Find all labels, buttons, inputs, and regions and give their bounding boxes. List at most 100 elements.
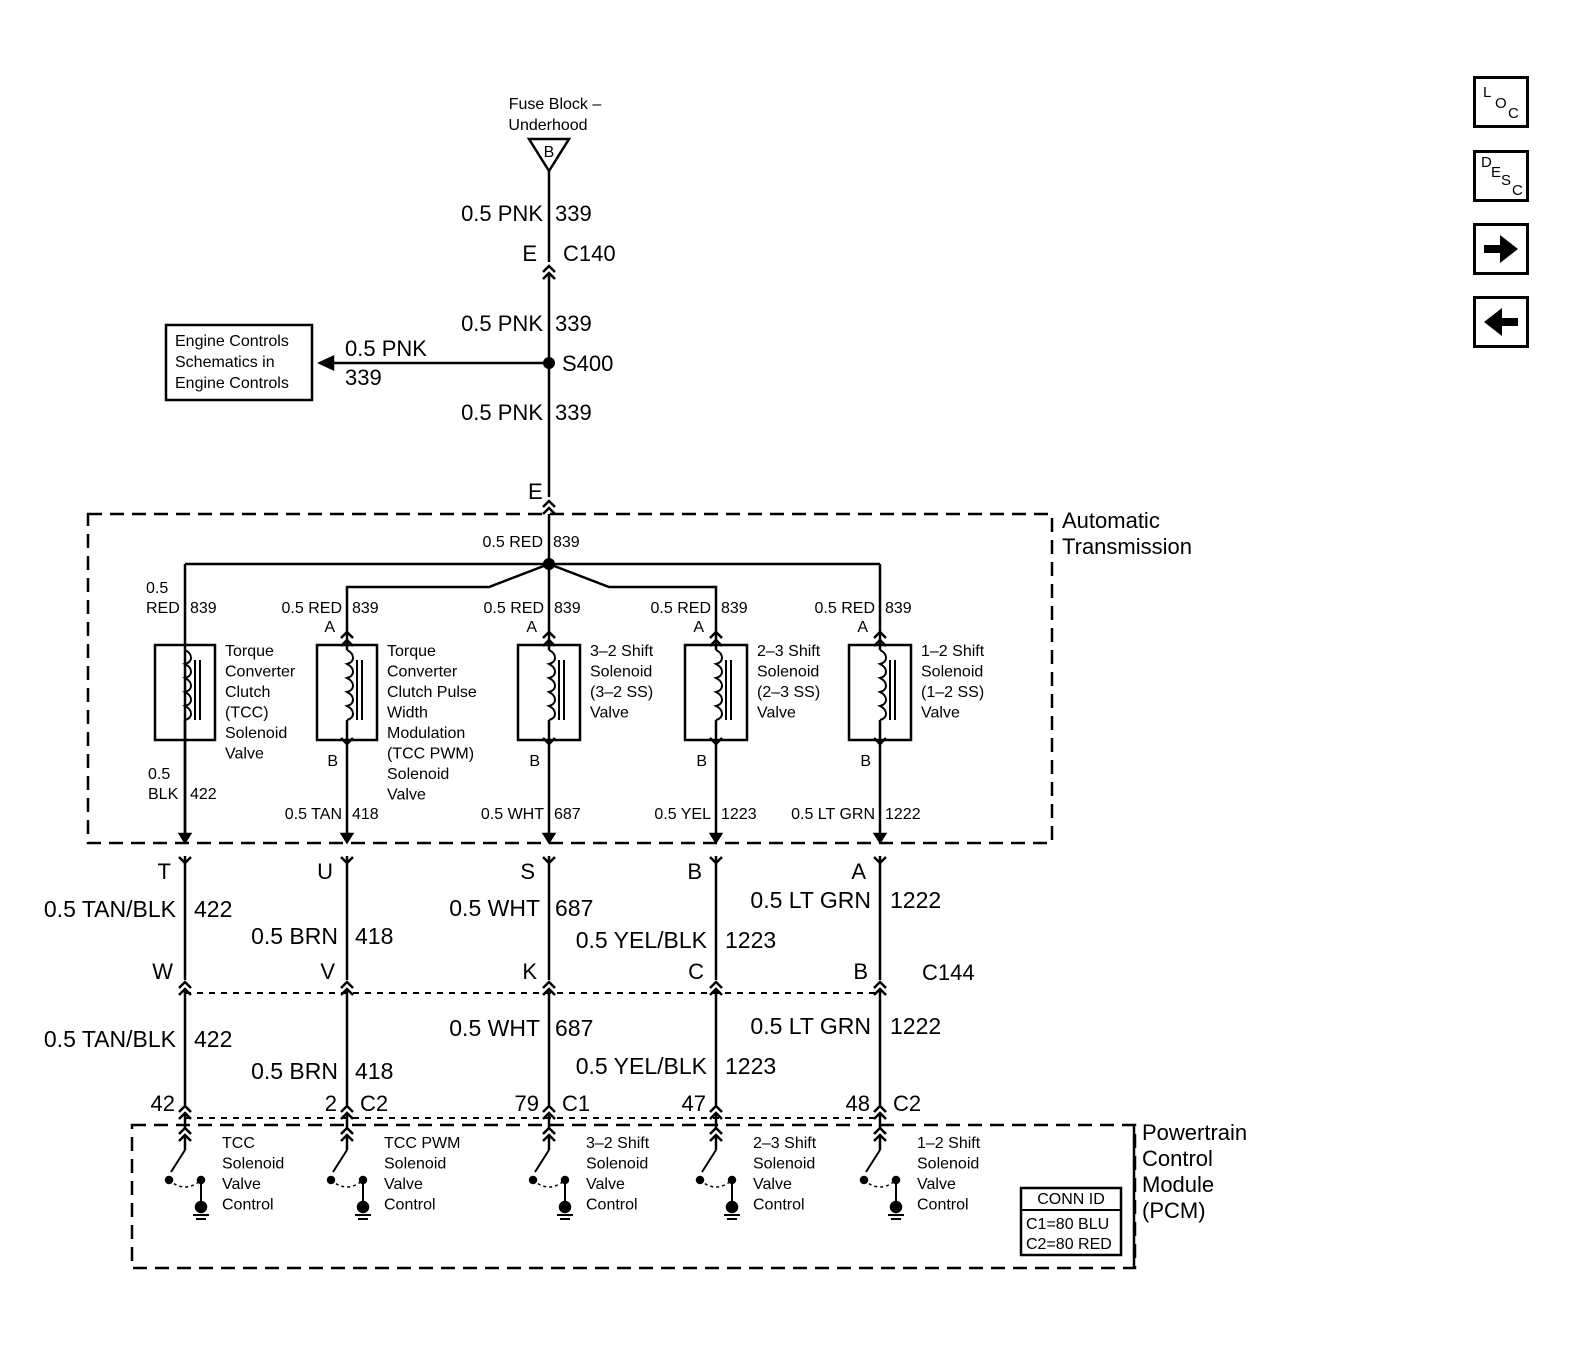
wire-gauge: 0.5 BRN [251,1058,338,1084]
c144-bottom-pin: V [320,959,335,984]
wire-circuit: 339 [555,400,592,425]
splice-s400 [543,357,555,369]
pin-b: B [696,753,707,770]
wire-gauge: 0.5 WHT [481,806,544,823]
ground-icon [725,1200,739,1214]
wire-gauge: 0.5 LT GRN [750,1013,871,1039]
solenoid-label: Solenoid [590,664,652,681]
wire-gauge: 0.5 PNK [461,311,543,336]
solenoid-label: (1–2 SS) [921,684,984,701]
wire-circuit: 1222 [890,1013,941,1039]
trans-label-2: Transmission [1062,534,1192,559]
wire-circuit: 418 [352,806,379,823]
c144-bottom-pin: C [688,959,704,984]
wire-gauge: 0.5 RED [282,600,342,617]
fuse-block-label-2: Underhood [508,117,587,134]
pcm-control-label: Valve [753,1176,792,1193]
pcm-control-label: Control [917,1197,969,1214]
solenoid-label: Solenoid [921,664,983,681]
pcm-control-label: Control [753,1197,805,1214]
conn-id-c2: C2=80 RED [1026,1236,1112,1253]
arrow-right-icon [1484,235,1518,263]
coil-icon [182,649,192,721]
wire-circuit: 687 [555,895,593,921]
wire-circuit: 839 [721,600,748,617]
pcm-pin: 42 [151,1091,175,1116]
pcm-control-label: Solenoid [586,1156,648,1173]
wire-gauge: 0.5 PNK [461,400,543,425]
solenoid-label: Solenoid [387,766,449,783]
pcm-pin: 48 [846,1091,870,1116]
pcm-connector: C2 [893,1091,921,1116]
desc-button[interactable]: D E S C [1473,150,1529,202]
pcm-control-label: 2–3 Shift [753,1135,817,1152]
wire-gauge: 0.5 RED [815,600,875,617]
arrow-left-icon [317,355,335,371]
pcm-control-label: Solenoid [917,1156,979,1173]
engine-controls-ref-box [164,323,314,402]
trans-pin: E [528,479,543,504]
wire-circuit: 839 [352,600,379,617]
wire-gauge: 0.5 TAN/BLK [44,896,177,922]
conn-id-title: CONN ID [1037,1191,1105,1208]
pin-b: B [529,753,540,770]
pcm-label-3: Module [1142,1172,1214,1197]
solenoid-label: Converter [225,664,296,681]
pcm-control-label: 3–2 Shift [586,1135,650,1152]
c140-pin: E [522,241,537,266]
wire-gauge: 0.5 RED [651,600,711,617]
wire-gauge: 0.5 LT GRN [750,887,871,913]
solenoid-label: Valve [590,705,629,722]
solenoid-label: Width [387,705,428,722]
pcm-control-label: Solenoid [384,1156,446,1173]
wire-circuit: 1223 [725,927,776,953]
c144-name: C144 [922,960,975,985]
next-button[interactable] [1473,223,1529,275]
wire-circuit: 339 [555,201,592,226]
back-button[interactable] [1473,296,1529,348]
pcm-control-label: 1–2 Shift [917,1135,981,1152]
pcm-control-label: Control [586,1197,638,1214]
wire-circuit: 687 [555,1015,593,1041]
wire-circuit: 422 [194,896,232,922]
pcm-label: Powertrain [1142,1120,1247,1145]
solenoid-label: (TCC PWM) [387,746,474,763]
solenoid-label: (TCC) [225,705,269,722]
solenoid-label: (3–2 SS) [590,684,653,701]
loc-button[interactable]: L O C [1473,76,1529,128]
pin-a: A [526,619,537,636]
solenoid-label: (2–3 SS) [757,684,820,701]
c140-name: C140 [563,241,616,266]
c144-top-pin: S [520,859,535,884]
solenoid-label: Valve [225,746,264,763]
pin-a: A [324,619,335,636]
coil-icon [344,649,354,721]
pcm-pin: 47 [682,1091,706,1116]
coil-icon [713,649,723,721]
wire-gauge: 0.5 TAN/BLK [44,1026,177,1052]
pcm-control-label: Solenoid [222,1156,284,1173]
conn-id-table: CONN ID C1=80 BLU C2=80 RED [1019,1186,1123,1257]
wire-circuit: 339 [555,311,592,336]
fuse-block-label: Fuse Block – [509,96,602,113]
c144-top-pin: B [687,859,702,884]
splice-label: S400 [562,351,613,376]
c144-top-pin: T [158,859,171,884]
coil-icon [877,649,887,721]
branch-gauge: 0.5 PNK [345,336,427,361]
pcm-label-2: Control [1142,1146,1213,1171]
wire-circuit: 1222 [890,887,941,913]
wire-gauge: 0.5 WHT [449,895,540,921]
solenoid-label: Modulation [387,725,465,742]
ground-icon [194,1200,208,1214]
solenoid-label: Valve [921,705,960,722]
fuse-pin: B [544,144,555,161]
pcm-label-4: (PCM) [1142,1198,1206,1223]
wire-gauge: 0.5 YEL/BLK [576,927,708,953]
pcm-control-label: Control [222,1197,274,1214]
engine-controls-ref[interactable]: Engine Controls [175,333,289,350]
pcm-pin: 2 [325,1091,337,1116]
wire-gauge: 0.5 YEL [654,806,711,823]
branch-circuit: 339 [345,365,382,390]
